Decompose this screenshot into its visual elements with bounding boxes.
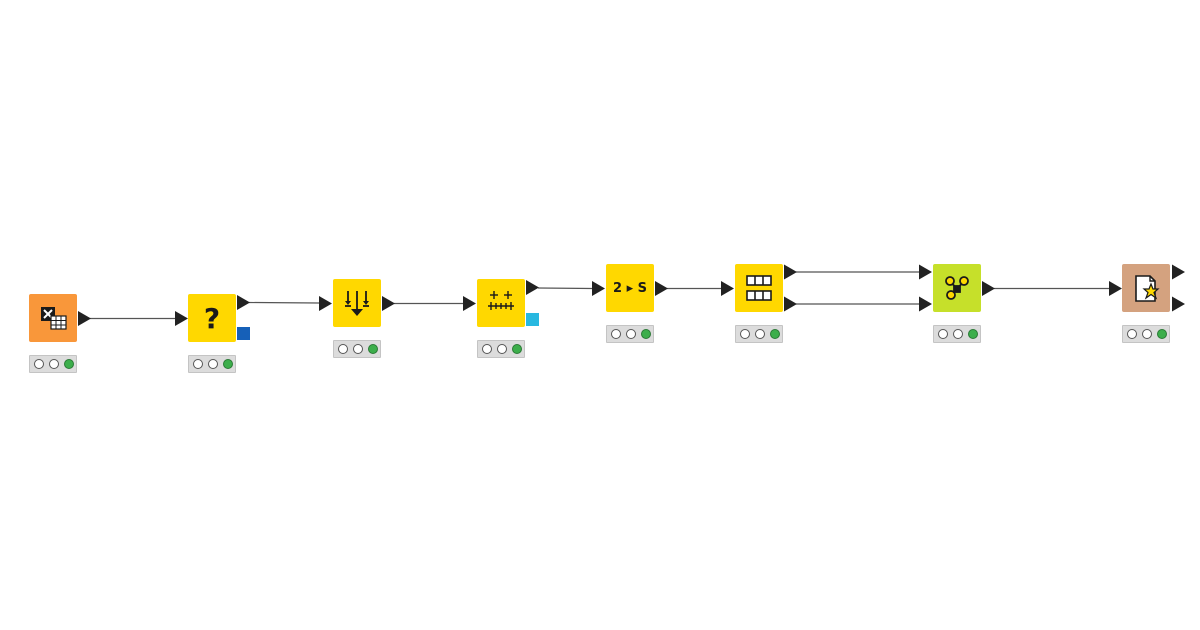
column-merge-node[interactable] [333,279,381,327]
status-dot [755,329,765,339]
input-port[interactable] [1109,281,1122,296]
status-dot [968,329,978,339]
partitioning-node[interactable] [735,264,783,312]
status-dot [740,329,750,339]
missing-value-node[interactable]: ? [188,294,236,342]
status-dot [497,344,507,354]
status-dot [64,359,74,369]
model-port-flag[interactable] [237,327,250,340]
table-split-icon [746,275,772,301]
input-port[interactable] [175,311,188,326]
input-port[interactable] [919,264,932,280]
input-port[interactable] [919,296,932,312]
node-status [1122,325,1170,343]
graph-nodes-icon [945,276,969,300]
status-dot [223,359,233,369]
input-port[interactable] [592,281,605,296]
status-dot [953,329,963,339]
output-port[interactable] [1172,264,1185,280]
question-mark-icon: ? [203,301,221,335]
output-port[interactable] [982,281,995,296]
connections [90,271,1109,320]
output-port[interactable] [784,296,797,312]
status-dot [611,329,621,339]
status-dot [938,329,948,339]
ports [78,264,1185,326]
excel-reader-node[interactable] [29,294,77,342]
output-port[interactable] [382,296,395,311]
status-dot [626,329,636,339]
status-dot [34,359,44,369]
node-status [735,325,783,343]
connection-n4-n5[interactable] [537,287,593,290]
learner-node[interactable] [933,264,981,312]
excel-table-icon [41,307,67,330]
node-status [606,325,654,343]
normalize-icon [488,291,514,310]
input-port[interactable] [463,296,476,311]
node-status [333,340,381,358]
model-port-flag[interactable] [526,313,539,326]
output-port[interactable] [655,281,668,296]
status-dot [208,359,218,369]
status-dot [368,344,378,354]
status-dot [193,359,203,369]
node-status [188,355,236,373]
status-dot [1157,329,1167,339]
status-dot [512,344,522,354]
status-dot [1127,329,1137,339]
status-dot [353,344,363,354]
output-port[interactable] [78,311,91,326]
input-port[interactable] [319,296,332,311]
document-star-icon [1135,275,1160,302]
output-port[interactable] [526,280,539,295]
node-status [933,325,981,343]
status-dot [1142,329,1152,339]
input-port[interactable] [721,281,734,296]
status-dot [482,344,492,354]
status-dot [338,344,348,354]
merge-arrows-icon [345,291,369,316]
node-status [477,340,525,358]
normalizer-node[interactable] [477,279,525,327]
connection-n2-n3[interactable] [248,301,320,304]
output-port[interactable] [784,264,797,280]
number-to-string-node[interactable]: 2 ▸ S [606,264,654,312]
node-status [29,355,77,373]
status-dot [641,329,651,339]
output-port[interactable] [1172,296,1185,312]
status-dot [49,359,59,369]
predictor-node[interactable] [1122,264,1170,312]
number-to-string-icon: 2 ▸ S [613,280,647,296]
status-dot [770,329,780,339]
output-port[interactable] [237,295,250,310]
